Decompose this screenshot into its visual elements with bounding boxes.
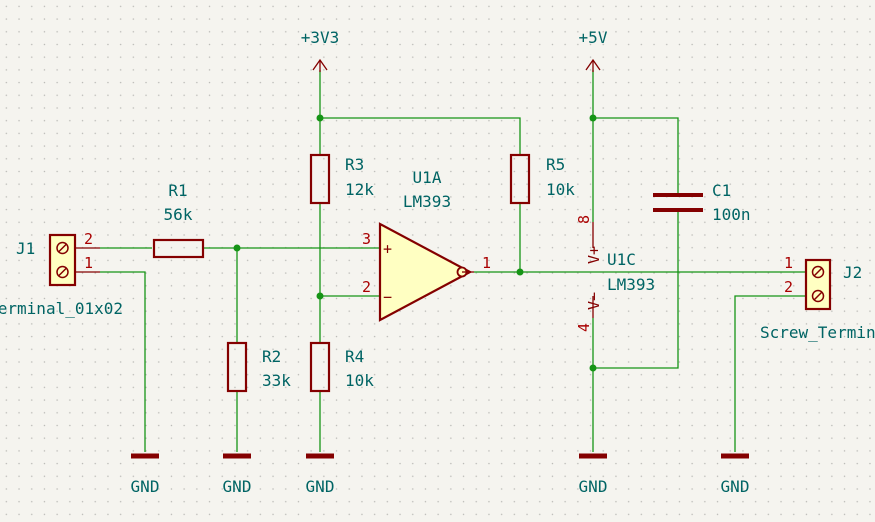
c1-ref: C1: [712, 181, 731, 200]
junction-dot: [316, 114, 324, 122]
gnd-label: GND: [579, 477, 608, 496]
j1-pin2-number: 2: [84, 230, 93, 248]
gnd-symbol[interactable]: GND: [579, 453, 608, 496]
connector-j1[interactable]: 2 1 J1 Screw_Terminal_01x02: [0, 230, 123, 318]
comparator-u1a[interactable]: + − 3 2 1 U1A LM393: [362, 168, 491, 322]
gnd-label: GND: [131, 477, 160, 496]
j1-pin1-number: 1: [84, 254, 93, 272]
c1-value: 100n: [712, 205, 751, 224]
r2-value: 33k: [262, 371, 291, 390]
j1-ref: J1: [16, 239, 35, 258]
j2-value: Screw_Terminal_01x02: [760, 323, 875, 342]
junction-dot: [516, 268, 524, 276]
u1c-vplus-label: V+: [585, 246, 603, 264]
resistor-r2[interactable]: R2 33k: [226, 341, 291, 393]
j2-pin1-number: 1: [784, 254, 793, 272]
r5-ref: R5: [546, 155, 565, 174]
power-3v3-label: +3V3: [301, 28, 340, 47]
junctions: [233, 114, 597, 372]
r4-ref: R4: [345, 347, 364, 366]
r1-ref: R1: [168, 181, 187, 200]
resistor-r3[interactable]: R3 12k: [309, 153, 374, 205]
u1a-plus-sign: +: [383, 240, 392, 258]
u1c-vminus-label: V−: [585, 292, 603, 310]
u1c-pin8-number: 8: [575, 215, 593, 224]
junction-dot: [233, 244, 241, 252]
u1a-pin2-number: 2: [362, 278, 371, 296]
u1a-pin3-number: 3: [362, 230, 371, 248]
u1a-value: LM393: [403, 192, 451, 211]
r5-value: 10k: [546, 180, 575, 199]
u1c-pin4-number: 4: [575, 323, 593, 332]
u1a-minus-sign: −: [383, 288, 392, 306]
gnd-label: GND: [306, 477, 335, 496]
gnd-symbol[interactable]: GND: [721, 453, 750, 496]
connector-j2[interactable]: 1 2 J2 Screw_Terminal_01x02: [760, 254, 875, 342]
comparator-power-u1c[interactable]: V+ V− 8 4 U1C LM393: [575, 215, 655, 332]
r3-ref: R3: [345, 155, 364, 174]
gnd-symbol[interactable]: GND: [131, 453, 160, 496]
power-3v3[interactable]: +3V3: [301, 28, 340, 72]
j1-value: Screw_Terminal_01x02: [0, 299, 123, 318]
u1c-value: LM393: [607, 275, 655, 294]
gnd-label: GND: [223, 477, 252, 496]
r3-value: 12k: [345, 180, 374, 199]
gnd-symbol[interactable]: GND: [306, 453, 335, 496]
resistor-r1[interactable]: R1 56k: [152, 181, 205, 259]
r1-value: 56k: [164, 205, 193, 224]
gnd-symbol[interactable]: GND: [223, 453, 252, 496]
u1a-ref: U1A: [413, 168, 442, 187]
u1c-ref: U1C: [607, 250, 636, 269]
r4-value: 10k: [345, 371, 374, 390]
junction-dot: [316, 292, 324, 300]
junction-dot: [589, 364, 597, 372]
power-5v[interactable]: +5V: [579, 28, 608, 72]
resistor-r4[interactable]: R4 10k: [309, 341, 374, 393]
junction-dot: [589, 114, 597, 122]
wires: [100, 70, 805, 452]
power-5v-label: +5V: [579, 28, 608, 47]
capacitor-c1[interactable]: C1 100n: [653, 181, 751, 224]
u1a-pin1-number: 1: [482, 254, 491, 272]
j2-pin2-number: 2: [784, 278, 793, 296]
r2-ref: R2: [262, 347, 281, 366]
gnd-label: GND: [721, 477, 750, 496]
resistor-r5[interactable]: R5 10k: [509, 153, 575, 205]
j2-ref: J2: [843, 263, 862, 282]
